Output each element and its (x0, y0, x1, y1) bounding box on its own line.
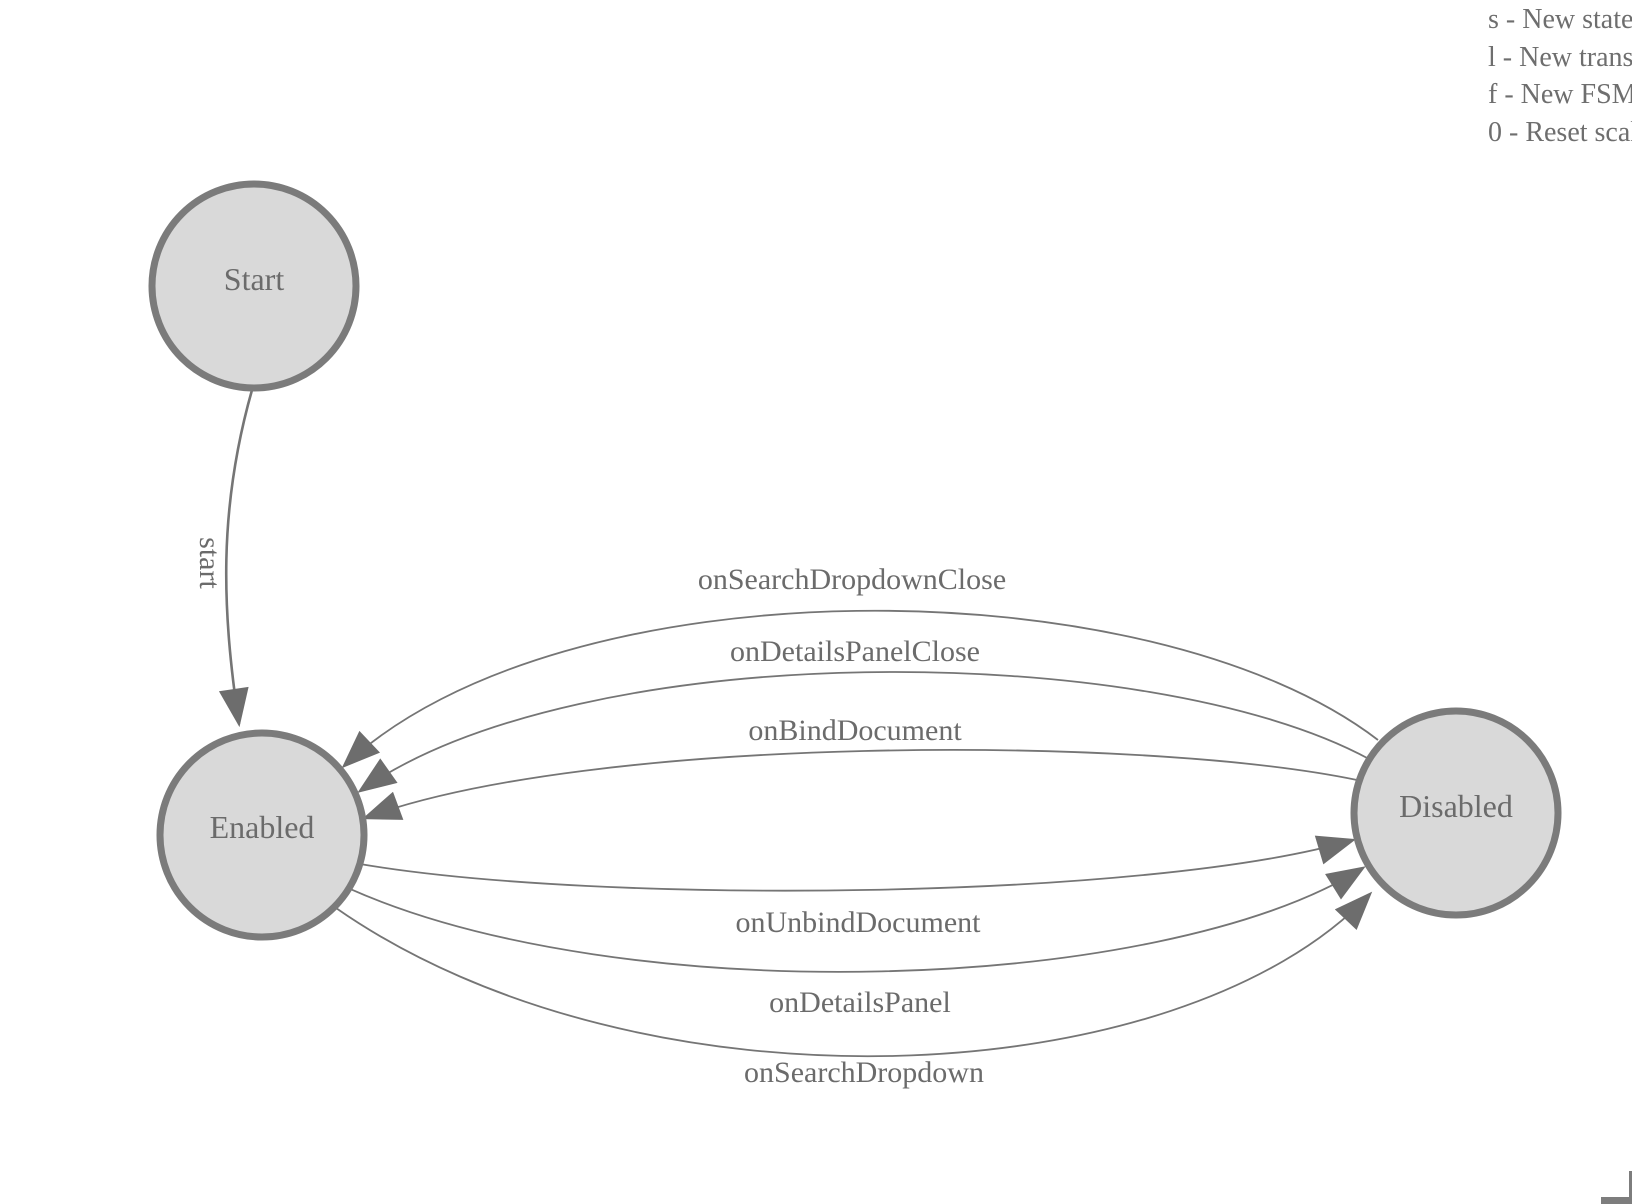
legend-line-new-fsm: f - New FSM (1488, 79, 1632, 111)
transition-path[interactable] (341, 609, 1379, 769)
legend-line-new-state: s - New state (1488, 4, 1632, 35)
edge-enabled-to-disabled-2: onDetailsPanel (347, 866, 1366, 1019)
state-circle-disabled[interactable] (1350, 707, 1562, 919)
state-label-enabled: Enabled (210, 809, 315, 845)
transition-path[interactable] (359, 835, 1357, 892)
state-circle-enabled[interactable] (156, 729, 368, 941)
edge-enabled-to-disabled-3: onSearchDropdown (335, 891, 1373, 1089)
edge-start-to-enabled: start (193, 389, 254, 728)
cropped-element-edge (1629, 1171, 1632, 1204)
transition-path-start[interactable] (218, 389, 254, 728)
transition-label: onDetailsPanelClose (730, 635, 980, 668)
transition-label: onSearchDropdown (744, 1056, 984, 1089)
legend-line-reset: 0 - Reset scale (1488, 117, 1632, 149)
transition-path[interactable] (361, 749, 1358, 820)
shortcut-legend: s - New state l - New transition f - New… (1488, 1, 1632, 152)
state-node-start: Start (148, 180, 360, 392)
edge-disabled-to-enabled-1: onSearchDropdownClose (341, 563, 1379, 769)
transition-label-start: start (193, 537, 226, 589)
transition-label: onBindDocument (748, 714, 962, 747)
transition-path[interactable] (347, 866, 1366, 973)
cropped-element-corner (1601, 1197, 1632, 1204)
transition-path[interactable] (357, 671, 1370, 793)
edge-disabled-to-enabled-2: onDetailsPanelClose (357, 635, 1370, 793)
state-node-enabled: Enabled (156, 729, 368, 941)
transition-label: onDetailsPanel (769, 986, 951, 1019)
state-node-disabled: Disabled (1350, 707, 1562, 919)
state-label-disabled: Disabled (1399, 788, 1513, 824)
transition-label: onUnbindDocument (736, 906, 982, 939)
edge-enabled-to-disabled-1: onUnbindDocument (359, 835, 1357, 939)
legend-line-new-transition: l - New transition (1488, 41, 1632, 73)
edge-disabled-to-enabled-3: onBindDocument (361, 714, 1358, 820)
state-circle-start[interactable] (148, 180, 360, 392)
transition-label: onSearchDropdownClose (698, 563, 1006, 596)
state-label-start: Start (224, 261, 285, 297)
transition-path[interactable] (335, 891, 1373, 1058)
